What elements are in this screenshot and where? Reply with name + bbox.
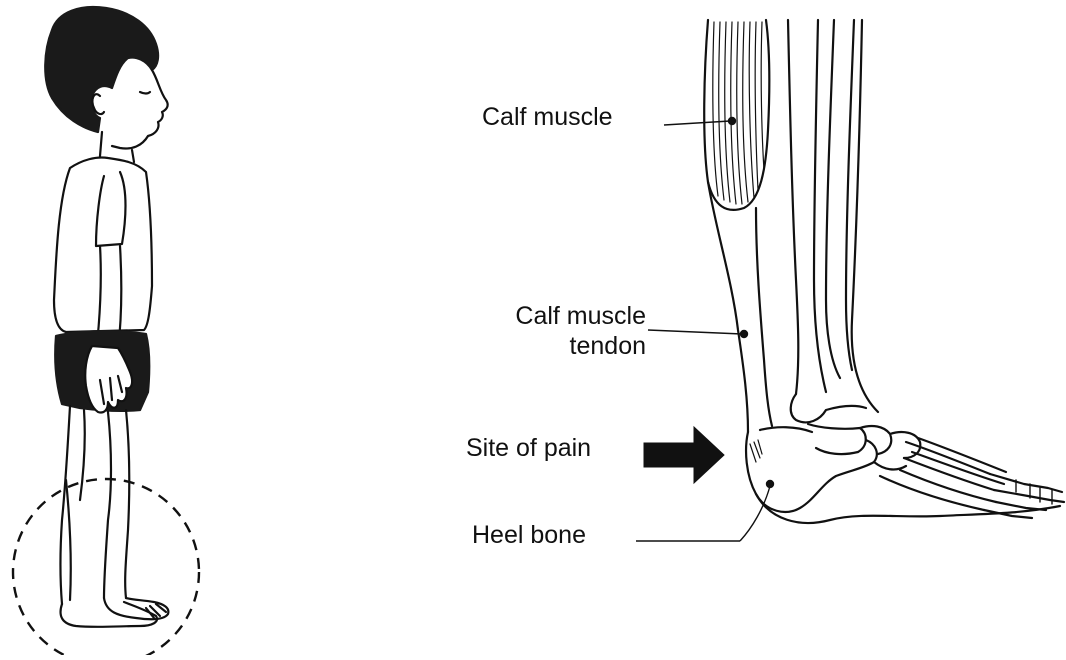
front-shin-outline — [852, 20, 878, 412]
heel-bone-dot — [767, 481, 774, 488]
label-calf-muscle: Calf muscle — [482, 102, 613, 132]
fibula-bone — [826, 20, 854, 378]
tendon-front-line — [756, 208, 772, 426]
calf-muscle-pointer — [664, 121, 730, 125]
ankle-bones — [791, 394, 866, 422]
label-site-of-pain: Site of pain — [466, 433, 591, 463]
child-foot-back — [61, 602, 158, 627]
leg-anatomy-figure — [704, 20, 1064, 523]
label-calf-muscle-tendon-line1: Calf muscle — [482, 301, 646, 331]
pain-marks — [750, 440, 762, 462]
sole-outline — [756, 494, 1060, 523]
child-leg-inner — [66, 480, 71, 600]
calf-muscle-dot — [729, 118, 736, 125]
site-of-pain-arrow — [644, 427, 724, 483]
midfoot-bones — [860, 426, 920, 469]
tendon-pointer — [648, 330, 742, 334]
child-face — [112, 70, 168, 149]
heel-bone-top — [760, 427, 812, 432]
talus-bone — [808, 424, 866, 454]
tibia-bone — [788, 20, 826, 394]
tendon-dot — [741, 331, 748, 338]
child-eye — [140, 92, 150, 94]
calf-tendon-outline — [708, 182, 748, 432]
calf-muscle-fibers — [713, 22, 764, 204]
child-figure — [45, 7, 168, 627]
label-calf-muscle-tendon-line2: tendon — [482, 331, 646, 361]
child-sleeve — [96, 172, 126, 246]
label-heel-bone: Heel bone — [472, 520, 586, 550]
